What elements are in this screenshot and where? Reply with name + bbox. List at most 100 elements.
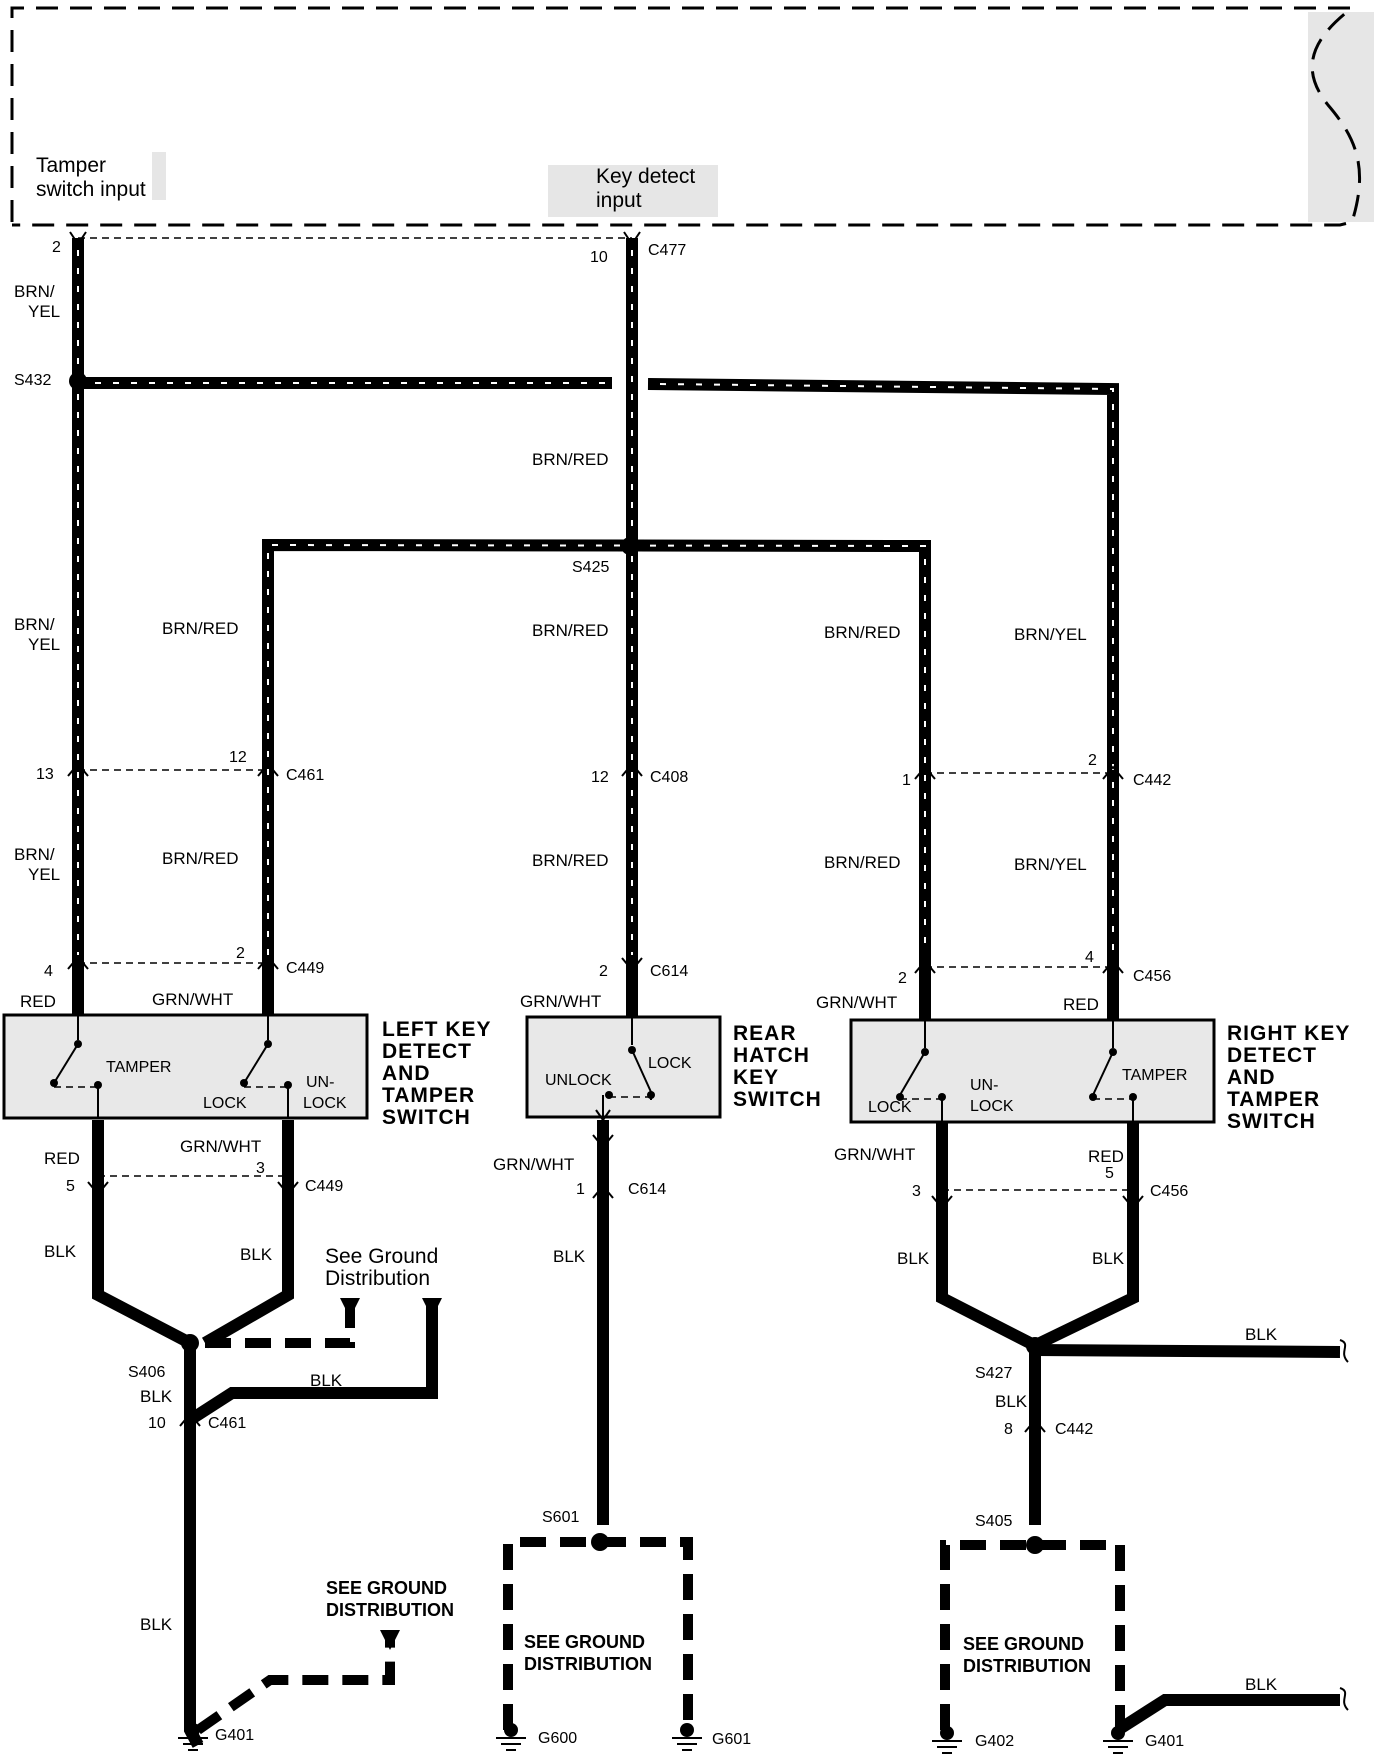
splice-s601-dot bbox=[591, 1533, 609, 1551]
ground-g600-symbol bbox=[496, 1737, 526, 1751]
right-switch-box bbox=[849, 1018, 1216, 1124]
rear-switch-box bbox=[525, 1015, 722, 1119]
wire-s405-dashed bbox=[940, 1540, 1125, 1730]
left-tamper-contact-bottom bbox=[50, 1079, 58, 1087]
connector-c461-bottom: C461 bbox=[208, 1415, 246, 1432]
rear-switch-title-4: SWITCH bbox=[733, 1088, 822, 1111]
label-brn-yel-right-mid: BRN/YEL bbox=[1014, 625, 1087, 644]
c408-terminal bbox=[621, 762, 643, 777]
label-blk-center: BLK bbox=[553, 1247, 586, 1266]
wire-switch-inputs bbox=[72, 965, 1119, 1020]
ground-g601-symbol bbox=[672, 1737, 702, 1751]
label-blk-left-1: BLK bbox=[44, 1242, 77, 1261]
ground-g402-dot bbox=[940, 1726, 954, 1740]
label-brn-yel-mid-2: YEL bbox=[28, 635, 60, 654]
label-grn-wht-left-top: GRN/WHT bbox=[152, 990, 233, 1009]
wire-s601-dashed bbox=[503, 1537, 693, 1730]
label-brn-red-right-mid: BRN/RED bbox=[824, 623, 901, 642]
label-brn-red-trunk: BRN/RED bbox=[532, 450, 609, 469]
c456-bottom-terminals bbox=[931, 1195, 1144, 1210]
pin-c461-13: 13 bbox=[36, 766, 54, 783]
pin-c456-5: 5 bbox=[1105, 1165, 1114, 1182]
splice-s432-dot bbox=[69, 372, 87, 390]
pigtail-ends bbox=[1339, 1339, 1349, 1711]
rear-lock-contact bbox=[647, 1091, 655, 1099]
c614-bottom-terminals bbox=[592, 1134, 614, 1199]
left-tamper-contact-right bbox=[94, 1081, 102, 1089]
splice-s601: S601 bbox=[542, 1509, 579, 1526]
rear-lock-label: LOCK bbox=[648, 1055, 692, 1072]
pin-c614-1: 1 bbox=[576, 1181, 585, 1198]
splice-s427-dot bbox=[1026, 1337, 1044, 1355]
label-brn-yel-low-2: YEL bbox=[28, 865, 60, 884]
label-grn-wht-right-top: GRN/WHT bbox=[816, 993, 897, 1012]
right-tamper-label: TAMPER bbox=[1122, 1067, 1187, 1084]
left-switch-leads bbox=[77, 1015, 289, 1118]
left-unlock-label-2: LOCK bbox=[303, 1095, 347, 1112]
label-brn-red-right-low: BRN/RED bbox=[824, 853, 901, 872]
pin-c442-8: 8 bbox=[1004, 1421, 1013, 1438]
c461-bottom-terminal bbox=[179, 1412, 201, 1427]
c442-bottom-terminal bbox=[1024, 1418, 1046, 1433]
splice-s425-dot bbox=[621, 537, 639, 555]
tamper-input-shading bbox=[152, 152, 166, 200]
connector-c408: C408 bbox=[650, 769, 688, 786]
rear-hatch-key-switch: UNLOCK LOCK REAR HATCH KEY SWITCH bbox=[525, 1015, 822, 1122]
right-switch-title-2: DETECT bbox=[1227, 1044, 1317, 1067]
key-detect-label-2: input bbox=[596, 189, 642, 212]
note-s405-1: SEE GROUND bbox=[963, 1634, 1084, 1654]
pin-c461-10: 10 bbox=[148, 1415, 166, 1432]
note-s601-1: SEE GROUND bbox=[524, 1632, 645, 1652]
left-lock-contact bbox=[240, 1079, 248, 1087]
wire-s406-blk-to-ground bbox=[186, 1302, 438, 1426]
rear-unlock-contact bbox=[605, 1091, 613, 1099]
connector-labels: C461 C408 C442 C449 C614 C456 C449 C614 … bbox=[208, 767, 1188, 1438]
pin-c449-3: 3 bbox=[256, 1160, 265, 1177]
label-red-left-top: RED bbox=[20, 992, 56, 1011]
rear-arrow bbox=[595, 1109, 611, 1122]
tamper-input-label-2: switch input bbox=[36, 178, 146, 201]
left-unlock-label-1: UN- bbox=[306, 1074, 334, 1091]
note-s601-2: DISTRIBUTION bbox=[524, 1654, 652, 1674]
pin-c456-4: 4 bbox=[1085, 949, 1094, 966]
note-g401-2: DISTRIBUTION bbox=[326, 1600, 454, 1620]
pin-c477-2: 2 bbox=[52, 239, 61, 256]
label-grn-wht-center-top: GRN/WHT bbox=[520, 992, 601, 1011]
label-grn-wht-right-bottom: GRN/WHT bbox=[834, 1145, 915, 1164]
splice-s406-dot bbox=[181, 1334, 199, 1352]
connector-c456-bottom: C456 bbox=[1150, 1183, 1188, 1200]
c449-bottom-terminals bbox=[87, 1181, 299, 1196]
splice-s405: S405 bbox=[975, 1513, 1012, 1530]
right-unlock-label-2: LOCK bbox=[970, 1098, 1014, 1115]
note-see-ground-1: See Ground bbox=[325, 1245, 438, 1268]
label-blk-right-4: BLK bbox=[1245, 1675, 1278, 1694]
pin-c449-5: 5 bbox=[66, 1178, 75, 1195]
label-brn-red-center-mid: BRN/RED bbox=[532, 621, 609, 640]
label-brn-yel-low-1: BRN/ bbox=[14, 845, 55, 864]
connector-c461-top: C461 bbox=[286, 767, 324, 784]
label-grn-wht-left-bottom: GRN/WHT bbox=[180, 1137, 261, 1156]
label-brn-red-left-mid: BRN/RED bbox=[162, 619, 239, 638]
connector-c614-bottom: C614 bbox=[628, 1181, 666, 1198]
left-switch-title-1: LEFT KEY bbox=[382, 1018, 492, 1041]
label-blk-right-1: BLK bbox=[897, 1249, 930, 1268]
label-blk-right-3: BLK bbox=[1245, 1325, 1278, 1344]
label-blk-left-3: BLK bbox=[310, 1371, 343, 1390]
label-brn-red-left-low: BRN/RED bbox=[162, 849, 239, 868]
label-red-right-top: RED bbox=[1063, 995, 1099, 1014]
c456-top-terminals bbox=[914, 959, 1124, 974]
pin-c456-3: 3 bbox=[912, 1183, 921, 1200]
connector-c442-top: C442 bbox=[1133, 772, 1171, 789]
label-red-left-bottom: RED bbox=[44, 1149, 80, 1168]
rear-switch-title-3: KEY bbox=[733, 1066, 779, 1089]
connector-c477: C477 bbox=[648, 242, 686, 259]
left-switch-title-3: AND bbox=[382, 1062, 431, 1085]
right-key-detect-switch: LOCK UN- LOCK TAMPER RIGHT KEY DETECT AN… bbox=[849, 1018, 1349, 1133]
splice-s405-dot bbox=[1026, 1536, 1044, 1554]
label-blk-s427: BLK bbox=[995, 1392, 1028, 1411]
right-tamper-blade bbox=[1092, 1051, 1114, 1096]
wire-g401-dashed bbox=[195, 1635, 395, 1735]
ground-notes: See Ground Distribution SEE GROUND DISTR… bbox=[325, 1245, 1091, 1676]
pin-c408-12: 12 bbox=[591, 769, 609, 786]
ground-labels: G401 G600 G601 G402 G401 bbox=[215, 1727, 1184, 1750]
